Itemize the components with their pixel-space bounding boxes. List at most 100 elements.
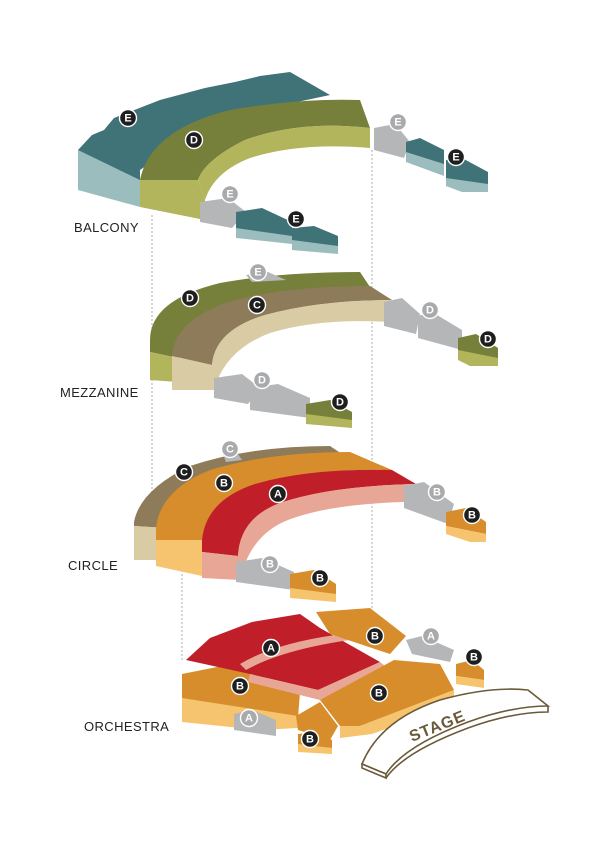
orchestra-section-b-top[interactable] <box>316 608 406 654</box>
balcony-box-e-right-2-side <box>406 152 444 176</box>
orchestra-box-b-right-side <box>456 676 484 688</box>
mezzanine-box-d-lower-2[interactable] <box>250 384 310 418</box>
section-badge-d-mezzanine[interactable]: D <box>330 392 350 412</box>
section-badge-label: B <box>433 487 441 499</box>
section-badge-label: C <box>226 444 234 456</box>
circle-section-b[interactable] <box>156 452 392 540</box>
section-badge-label: A <box>427 631 435 643</box>
level-circle: CIRCLE <box>68 446 486 602</box>
orchestra-box-a-right[interactable] <box>406 636 454 662</box>
section-badge-b-orchestra[interactable]: B <box>230 676 250 696</box>
orchestra-section-a-front <box>248 662 390 700</box>
section-badge-label: A <box>267 643 275 655</box>
section-badge-b-orchestra[interactable]: B <box>300 729 320 749</box>
section-badge-e-balcony[interactable]: E <box>286 209 306 229</box>
section-badge-label: D <box>426 305 434 317</box>
balcony-box-e-lower-2-side <box>236 228 292 244</box>
mezzanine-box-d-right-2[interactable] <box>418 312 462 350</box>
section-badge-b-circle[interactable]: B <box>214 473 234 493</box>
level-orchestra: STAGE ORCHESTRA <box>84 608 551 780</box>
level-label-circle: CIRCLE <box>68 558 118 573</box>
section-badge-label: D <box>190 135 198 147</box>
section-badge-b-circle[interactable]: B <box>310 568 330 588</box>
section-badge-e-balcony[interactable]: E <box>220 184 240 204</box>
section-badge-label: D <box>258 375 266 387</box>
section-badge-c-circle[interactable]: C <box>174 462 194 482</box>
section-badge-a-circle[interactable]: A <box>268 484 288 504</box>
circle-box-b-right-2-side <box>446 526 486 542</box>
section-badge-label: B <box>220 478 228 490</box>
section-badge-d-mezzanine[interactable]: D <box>420 300 440 320</box>
section-badge-d-mezzanine[interactable]: D <box>252 370 272 390</box>
section-badge-b-circle[interactable]: B <box>462 505 482 525</box>
section-badge-label: C <box>253 300 261 312</box>
circle-section-b-side <box>156 540 202 576</box>
section-badge-b-circle[interactable]: B <box>260 554 280 574</box>
section-badge-e-balcony[interactable]: E <box>446 147 466 167</box>
section-badge-label: E <box>254 267 261 279</box>
section-badge-a-orchestra[interactable]: A <box>239 708 259 728</box>
section-badge-d-mezzanine[interactable]: D <box>180 288 200 308</box>
section-badge-b-orchestra[interactable]: B <box>369 683 389 703</box>
circle-box-b-right-1[interactable] <box>404 482 454 524</box>
section-badge-label: E <box>394 117 401 129</box>
section-badge-label: B <box>375 688 383 700</box>
orchestra-section-a-aisle <box>240 632 364 670</box>
section-badge-label: A <box>245 713 253 725</box>
section-badge-c-circle[interactable]: C <box>220 439 240 459</box>
section-badge-label: A <box>274 489 282 501</box>
section-badge-label: B <box>316 573 324 585</box>
section-badge-label: B <box>468 510 476 522</box>
section-badge-e-mezzanine[interactable]: E <box>248 262 268 282</box>
level-balcony: BALCONY <box>74 72 488 254</box>
stage-front-right <box>385 706 549 779</box>
section-badge-label: C <box>180 467 188 479</box>
section-badge-label: B <box>371 631 379 643</box>
mezzanine-box-d-lower-3-side <box>306 414 352 428</box>
section-badge-label: B <box>306 734 314 746</box>
section-badge-label: E <box>452 152 459 164</box>
balcony-box-e-lower-1[interactable] <box>200 198 246 228</box>
circle-box-b-lower-1[interactable] <box>236 558 294 590</box>
section-badge-label: B <box>470 652 478 664</box>
circle-section-a[interactable] <box>202 469 416 556</box>
mezzanine-section-c-side <box>172 300 392 390</box>
section-badge-d-mezzanine[interactable]: D <box>478 329 498 349</box>
mezzanine-box-d-right-1[interactable] <box>384 298 420 334</box>
mezzanine-section-c[interactable] <box>172 286 392 365</box>
orchestra-section-b-right-side <box>340 690 454 738</box>
alignment-guides <box>151 150 373 660</box>
balcony-box-e-right-3-side <box>446 178 488 192</box>
section-badge-e-balcony[interactable]: E <box>118 108 138 128</box>
section-badge-label: E <box>124 113 131 125</box>
level-label-balcony: BALCONY <box>74 220 139 235</box>
section-badge-label: D <box>484 334 492 346</box>
balcony-box-e-lower-3-side <box>292 240 338 254</box>
section-badge-label: B <box>266 559 274 571</box>
balcony-box-e-right-1[interactable] <box>374 124 410 158</box>
mezzanine-section-d[interactable] <box>150 272 372 358</box>
level-label-orchestra: ORCHESTRA <box>84 719 169 734</box>
section-badge-b-orchestra[interactable]: B <box>464 647 484 667</box>
circle-section-a-side <box>202 484 416 580</box>
balcony-section-d-side <box>140 180 205 220</box>
section-badge-label: E <box>226 189 233 201</box>
balcony-section-d-inner <box>198 125 370 200</box>
circle-box-b-lower-2-side <box>290 588 336 602</box>
mezzanine-box-d-lower-1[interactable] <box>214 374 260 404</box>
section-badge-c-mezzanine[interactable]: C <box>247 295 267 315</box>
section-badge-label: B <box>236 681 244 693</box>
section-badge-e-balcony[interactable]: E <box>388 112 408 132</box>
section-badge-b-circle[interactable]: B <box>427 482 447 502</box>
section-badge-label: D <box>336 397 344 409</box>
level-label-mezzanine: MEZZANINE <box>60 385 139 400</box>
section-badge-d-balcony[interactable]: D <box>184 130 204 150</box>
section-badge-a-orchestra[interactable]: A <box>261 638 281 658</box>
mezzanine-box-d-right-3-side <box>458 350 498 366</box>
balcony-section-d[interactable] <box>140 99 370 180</box>
section-badge-label: D <box>186 293 194 305</box>
section-badge-b-orchestra[interactable]: B <box>365 626 385 646</box>
section-badge-a-orchestra[interactable]: A <box>421 626 441 646</box>
mezzanine-section-d-side <box>150 352 178 382</box>
